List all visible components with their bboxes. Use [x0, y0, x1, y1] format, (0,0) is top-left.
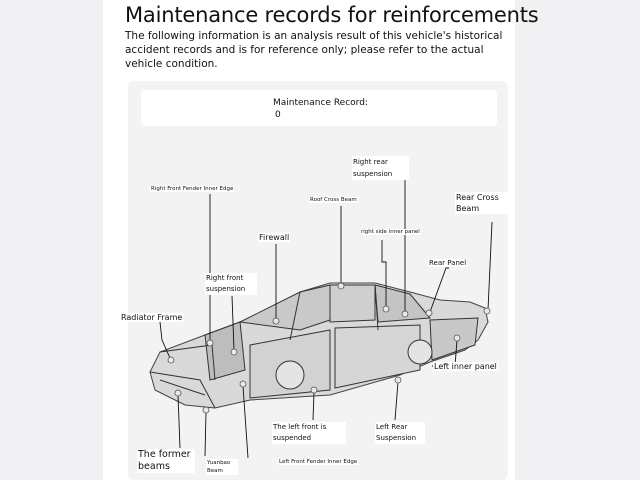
- marker-roof-cross-beam: [337, 282, 345, 290]
- part-markers: [167, 282, 491, 414]
- label-left-inner-panel: Left inner panel: [433, 362, 498, 372]
- marker-left-front-fender: [239, 380, 247, 388]
- page-subtitle: The following information is an analysis…: [125, 30, 503, 70]
- marker-rear-panel: [425, 309, 433, 317]
- label-radiator-frame: Radiator Frame: [120, 313, 184, 323]
- marker-left-rear-suspension: [394, 376, 402, 384]
- label-right-front-fender-inner-edge: Right Front Fender Inner Edge: [150, 186, 235, 193]
- car-body-illustration: [149, 282, 489, 409]
- label-roof-cross-beam: Roof Cross Beam: [309, 197, 358, 204]
- label-left-front-fender-inner-edge: Left Front Fender Inner Edge: [278, 459, 359, 466]
- maintenance-record-box: [141, 90, 497, 126]
- label-right-front-suspension: Right front suspension: [205, 273, 257, 295]
- label-left-rear-suspension: Left Rear Suspension: [375, 422, 425, 444]
- label-rear-panel: Rear Panel: [428, 259, 468, 268]
- maintenance-record-label: Maintenance Record:: [273, 98, 368, 108]
- label-right-side-inner-panel: right side inner panel: [360, 229, 421, 236]
- marker-left-front-suspended: [310, 386, 318, 394]
- marker-former-beams: [174, 389, 182, 397]
- label-rear-cross-beam: Rear Cross Beam: [455, 192, 509, 214]
- page-title: Maintenance records for reinforcements: [125, 3, 539, 27]
- label-firewall: Firewall: [258, 233, 291, 243]
- marker-rear-cross-beam: [483, 307, 491, 315]
- marker-firewall: [272, 317, 280, 325]
- diagram-panel: [128, 81, 508, 480]
- maintenance-record-value: 0: [275, 110, 281, 120]
- marker-left-inner-panel: [453, 334, 461, 342]
- marker-yuanbao-beam: [202, 406, 210, 414]
- label-right-rear-suspension: Right rear suspension: [352, 156, 409, 180]
- marker-right-front-fender: [206, 339, 214, 347]
- marker-right-rear-suspension: [401, 310, 409, 318]
- marker-right-side-inner-panel: [382, 305, 390, 313]
- marker-radiator-frame: [167, 356, 175, 364]
- marker-right-front-suspension: [230, 348, 238, 356]
- label-former-beams: The former beams: [137, 449, 195, 473]
- label-yuanbao-beam: Yuanbao Beam: [206, 459, 238, 475]
- label-left-front-suspended: The left front is suspended: [272, 422, 346, 444]
